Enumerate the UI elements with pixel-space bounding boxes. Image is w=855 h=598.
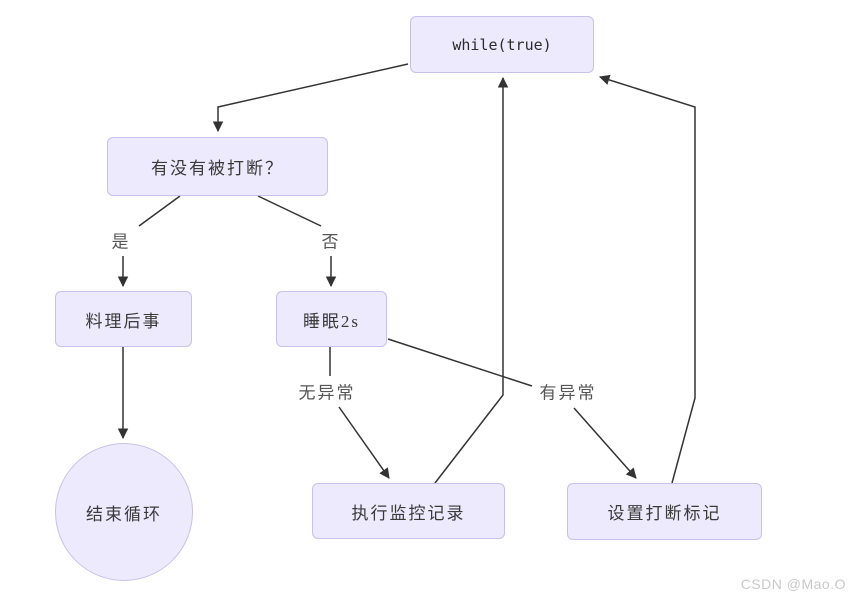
- edge-flag-to-while: [598, 74, 696, 484]
- node-cleanup: 料理后事: [55, 291, 192, 347]
- edge-label-no: 否: [318, 227, 344, 253]
- edge-monitor-to-while: [434, 76, 509, 484]
- node-end-loop: 结束循环: [55, 443, 193, 581]
- edge-noexception-label-to-monitor: [338, 406, 390, 479]
- node-monitor-log: 执行监控记录: [312, 483, 505, 539]
- node-set-interrupt-flag: 设置打断标记: [567, 483, 762, 540]
- edge-exception-label-to-flag: [573, 407, 637, 479]
- edge-label-yes: 是: [108, 227, 134, 253]
- edge-sleep-to-exception-label: [387, 338, 533, 387]
- edge-check-to-yes-label: [138, 195, 181, 227]
- edge-label-no-exception: 无异常: [295, 378, 359, 404]
- node-sleep: 睡眠2s: [276, 291, 387, 347]
- edge-check-to-no-label: [257, 195, 322, 227]
- node-interrupted-check: 有没有被打断？: [107, 137, 328, 196]
- node-while-loop: while(true): [410, 16, 594, 73]
- edge-label-has-exception: 有异常: [536, 378, 600, 404]
- edge-while-to-check: [212, 63, 409, 133]
- watermark: CSDN @Mao.O: [740, 576, 846, 592]
